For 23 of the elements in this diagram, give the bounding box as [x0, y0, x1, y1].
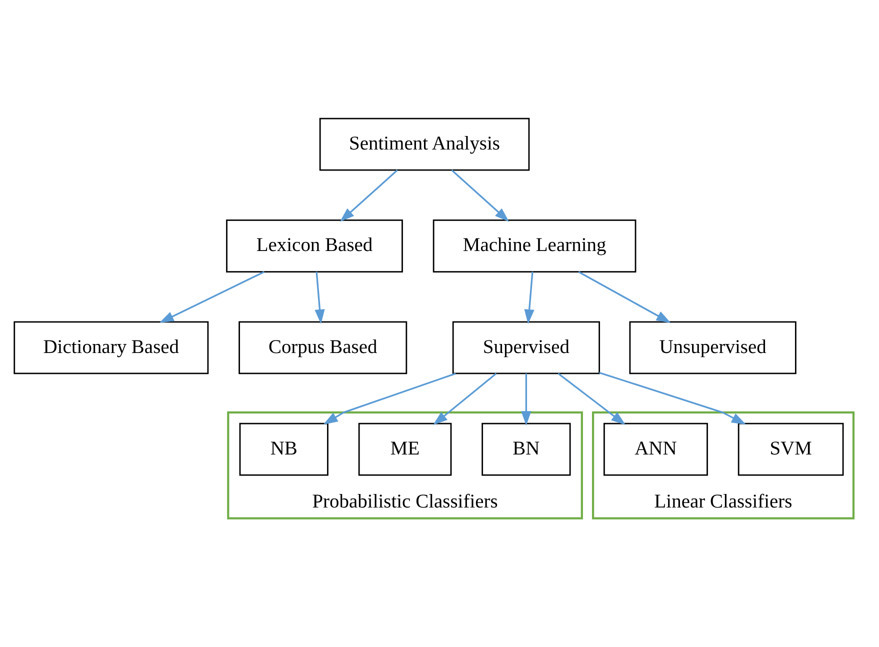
node-box: Corpus Based [238, 320, 408, 374]
node-box: Unsupervised [629, 320, 796, 374]
arrow [451, 169, 510, 222]
node-box: Machine Learning [432, 219, 636, 272]
node-box: Lexicon Based [226, 219, 403, 272]
arrow [558, 372, 626, 424]
node-box: Supervised [452, 320, 600, 374]
node-box: BN [482, 422, 571, 476]
arrow [323, 372, 456, 424]
arrow [599, 371, 746, 424]
arrow [159, 270, 265, 322]
node-box: ME [358, 422, 452, 476]
node-box: NB [239, 422, 328, 476]
node-box: Sentiment Analysis [319, 117, 530, 170]
node-box: Dictionary Based [14, 320, 209, 374]
arrow [578, 270, 671, 323]
arrow [524, 271, 534, 324]
arrow [340, 169, 398, 222]
arrow [314, 271, 325, 324]
arrow [521, 373, 532, 426]
node-box: ANN [604, 422, 708, 476]
arrow [433, 372, 497, 425]
node-box: SVM [738, 422, 844, 476]
